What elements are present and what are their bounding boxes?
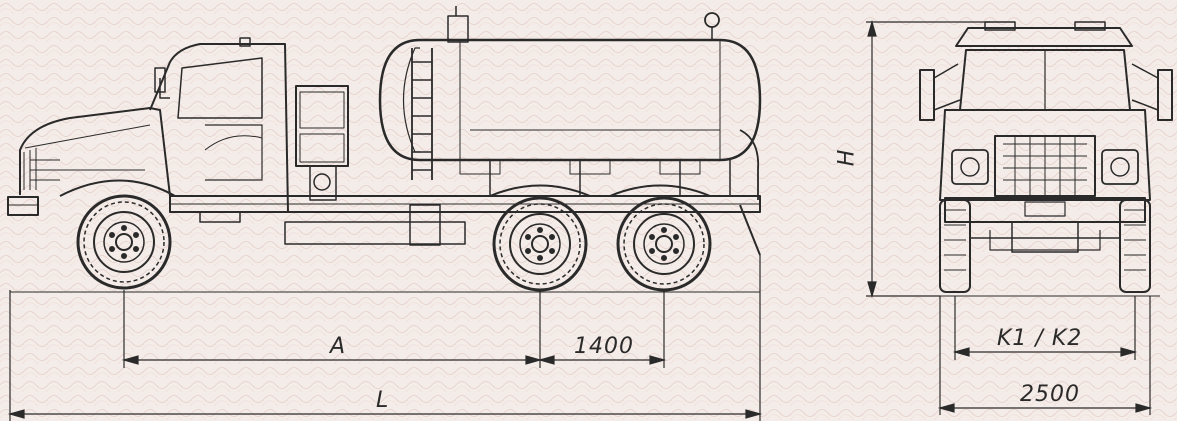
dimension-label-track: K1 / K2: [997, 326, 1083, 351]
dimension-label-bogie: 1400: [574, 334, 634, 359]
front-view-truck: [870, 21, 1173, 297]
dimension-label-width: 2500: [1020, 382, 1080, 407]
side-view-truck: [7, 6, 762, 293]
front-dimension-lines: [866, 19, 1153, 415]
dimension-label-wheelbase: A: [330, 334, 347, 359]
side-dimension-lines: [7, 255, 763, 421]
dimension-label-height: H: [834, 148, 860, 167]
dimension-label-length: L: [376, 388, 390, 413]
